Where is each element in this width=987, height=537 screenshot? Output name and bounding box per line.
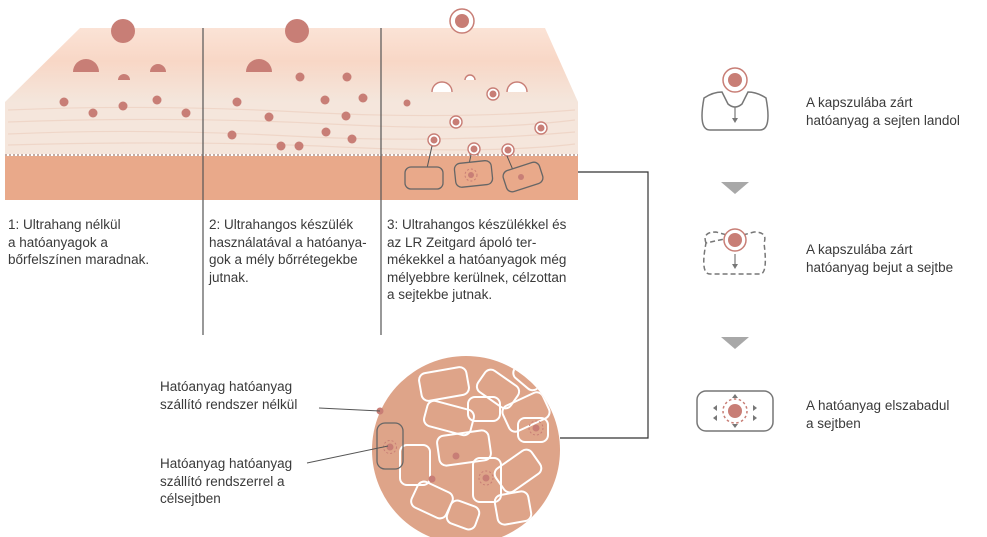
zoom-connector-line bbox=[560, 172, 648, 438]
step-2-text: A kapszulába zárt hatóanyag bejut a sejt… bbox=[806, 241, 984, 276]
label-with-carrier: Hatóanyag hatóanyag szállító rendszerrel… bbox=[160, 455, 330, 508]
caption-ultrasound-zeitgard: 3: Ultrahangos készülékkel és az LR Zeit… bbox=[387, 216, 587, 304]
magnified-circle bbox=[372, 356, 560, 537]
caption-no-ultrasound: 1: Ultrahang nélkül a hatóanyagok a bőrf… bbox=[8, 216, 198, 269]
step-3-text: A hatóanyag elszabadul a sejtben bbox=[806, 397, 984, 432]
caption-ultrasound-device: 2: Ultrahangos készülék használatával a … bbox=[209, 216, 379, 286]
label-without-carrier: Hatóanyag hatóanyag szállító rendszer né… bbox=[160, 378, 330, 413]
capsule-enters-icon bbox=[704, 229, 766, 274]
step-arrow-1 bbox=[721, 182, 749, 194]
step-arrow-2 bbox=[721, 337, 749, 349]
magnified-cell-view bbox=[307, 356, 560, 537]
process-steps bbox=[697, 68, 773, 431]
capsule-lands-icon bbox=[702, 68, 768, 130]
step-1-text: A kapszulába zárt hatóanyag a sejten lan… bbox=[806, 94, 984, 129]
release-icon bbox=[697, 391, 773, 431]
